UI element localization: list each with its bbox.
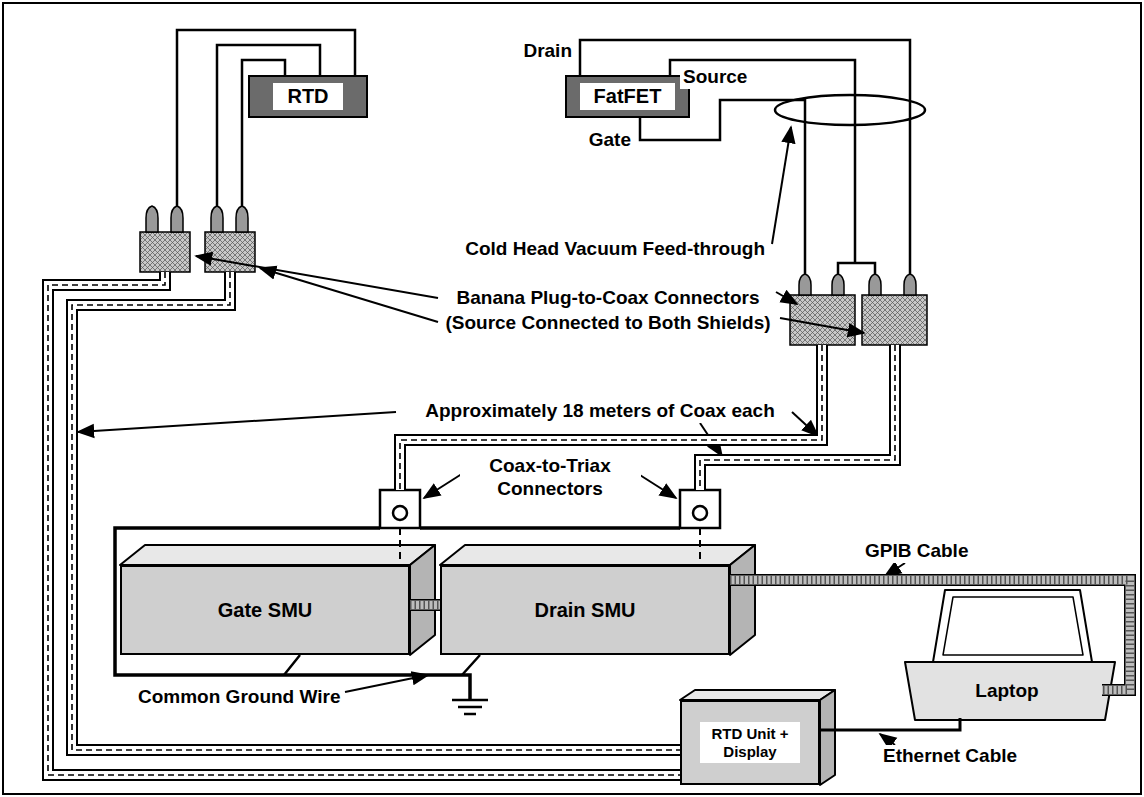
leader-arrow — [78, 127, 905, 745]
sensor-box: RTD — [248, 75, 368, 118]
gpib-cable — [730, 580, 1130, 690]
ground-wire — [452, 700, 488, 714]
cable-connector — [730, 580, 1130, 690]
instrument-housing — [680, 690, 835, 700]
instrument-housing — [730, 545, 755, 655]
triax-connector — [693, 506, 707, 520]
leader-arrow — [772, 127, 791, 244]
callout-label: (Source Connected to Both Shields) — [442, 312, 773, 335]
cable-connector — [410, 605, 440, 606]
leader-arrow — [260, 268, 438, 322]
banana-plug — [799, 274, 811, 295]
banana-plug — [790, 295, 855, 345]
callout-label: Coax-to-Triax Connectors — [460, 455, 641, 501]
coax-cable — [72, 272, 680, 750]
instrument-box: Drain SMU — [440, 565, 730, 655]
leader-arrow — [792, 412, 818, 436]
banana-plug — [146, 206, 158, 232]
banana-plug — [211, 206, 223, 232]
banana-plug — [869, 274, 881, 295]
laptop-illustration — [943, 597, 1083, 655]
banana-plug — [790, 274, 927, 345]
callout-label: Banana Plug-to-Coax Connectors — [454, 287, 763, 310]
leader-arrow — [78, 412, 396, 432]
callout-label: Approximately 18 meters of Coax each — [422, 400, 778, 423]
outer-frame — [3, 3, 1141, 794]
node-label: Gate SMU — [218, 599, 312, 622]
wire — [820, 718, 960, 730]
gpib-cable — [730, 580, 1130, 690]
banana-plug — [862, 295, 927, 345]
coax-cable — [72, 272, 680, 750]
banana-plug — [832, 274, 844, 295]
wire — [838, 263, 875, 274]
coax-cable — [48, 272, 680, 775]
laptop-illustration — [933, 590, 1092, 662]
banana-plug — [236, 206, 248, 232]
cable-connector — [400, 60, 875, 565]
leader-arrow — [776, 292, 797, 304]
banana-plug — [205, 232, 255, 272]
signal-lead — [699, 528, 701, 565]
ground-wire — [284, 655, 480, 675]
wire — [217, 45, 320, 206]
instrument-housing — [820, 690, 835, 785]
ground-wire — [115, 528, 470, 700]
callout-label: GPIB Cable — [862, 540, 971, 563]
callout-label: Drain — [520, 40, 575, 63]
gpib-cable — [410, 601, 440, 610]
wire — [177, 30, 355, 206]
coax-cable — [48, 272, 680, 775]
callout-label: Common Ground Wire — [135, 686, 344, 709]
wire — [670, 60, 855, 263]
instrument-housing — [440, 545, 755, 565]
computer: Laptop — [912, 664, 1102, 718]
ground-wire — [420, 526, 680, 530]
callout-label: Cold Head Vacuum Feed-through — [462, 238, 768, 261]
banana-plug — [140, 232, 190, 272]
triax-connector — [393, 506, 407, 520]
leader-arrow — [780, 318, 864, 333]
leader-arrow — [345, 675, 428, 692]
signal-lead — [399, 528, 401, 565]
banana-plug — [171, 206, 183, 232]
leader-arrow — [880, 734, 895, 745]
node-label: RTD Unit + Display — [700, 722, 800, 763]
coax-cable — [72, 272, 680, 750]
device-box: FatFET — [565, 75, 690, 118]
banana-plug — [904, 274, 916, 295]
gpib-cable — [410, 599, 440, 611]
gpib-cable — [410, 601, 440, 610]
cable-connector — [820, 718, 960, 730]
instrument-box: Gate SMU — [120, 565, 410, 655]
callout-label: Ethernet Cable — [880, 745, 1020, 768]
instrument-housing — [120, 545, 435, 565]
node-label: RTD — [273, 83, 342, 110]
callout-label: Source — [680, 66, 750, 89]
node-label: Laptop — [975, 680, 1038, 702]
node-label: Drain SMU — [534, 599, 635, 622]
coax-cable — [48, 272, 680, 775]
gpib-cable — [730, 580, 1130, 690]
readout-box: RTD Unit + Display — [680, 700, 820, 785]
laptop-illustration — [905, 662, 1115, 720]
triax-connector — [680, 490, 720, 528]
callout-label: Gate — [586, 129, 634, 152]
laptop-illustration — [905, 590, 1115, 720]
banana-plug — [140, 206, 255, 272]
node-label: FatFET — [580, 83, 676, 110]
triax-connector — [380, 490, 420, 528]
